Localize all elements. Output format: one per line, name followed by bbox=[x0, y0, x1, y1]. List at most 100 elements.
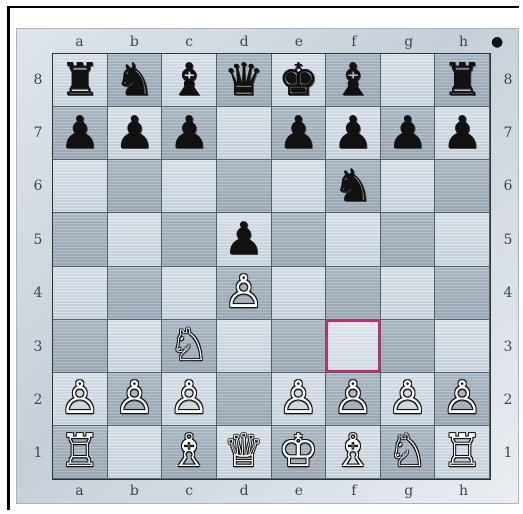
square-d3[interactable] bbox=[217, 320, 272, 373]
square-c8[interactable]: ♝ bbox=[162, 54, 217, 107]
bottom-file-labels: a b c d e f g h bbox=[52, 482, 491, 500]
white-rook-h1-icon[interactable]: ♖ bbox=[442, 428, 482, 473]
square-h4[interactable] bbox=[435, 267, 490, 320]
white-pawn-f2-icon[interactable]: ♙ bbox=[333, 375, 373, 420]
black-knight-b8-icon[interactable]: ♞ bbox=[114, 57, 154, 102]
black-pawn-f7-icon[interactable]: ♟ bbox=[333, 110, 373, 155]
square-c5[interactable] bbox=[162, 213, 217, 266]
white-rook-a1-icon[interactable]: ♖ bbox=[60, 428, 100, 473]
square-b2[interactable]: ♙ bbox=[108, 373, 163, 426]
square-h7[interactable]: ♟ bbox=[435, 107, 490, 160]
square-d5[interactable]: ♟ bbox=[217, 213, 272, 266]
square-g3[interactable] bbox=[381, 320, 436, 373]
black-pawn-h7-icon[interactable]: ♟ bbox=[442, 110, 482, 155]
square-f7[interactable]: ♟ bbox=[326, 107, 381, 160]
square-d6[interactable] bbox=[217, 160, 272, 213]
white-pawn-c2-icon[interactable]: ♙ bbox=[169, 375, 209, 420]
square-g6[interactable] bbox=[381, 160, 436, 213]
rank-label-3-right: 3 bbox=[498, 320, 518, 373]
square-a1[interactable]: ♖ bbox=[53, 426, 108, 479]
rank-label-3-left: 3 bbox=[28, 320, 48, 373]
white-queen-d1-icon[interactable]: ♕ bbox=[224, 428, 264, 473]
square-b6[interactable] bbox=[108, 160, 163, 213]
white-pawn-d4-icon[interactable]: ♙ bbox=[224, 269, 264, 314]
square-a6[interactable] bbox=[53, 160, 108, 213]
square-d8[interactable]: ♛ bbox=[217, 54, 272, 107]
black-pawn-g7-icon[interactable]: ♟ bbox=[387, 110, 427, 155]
square-g7[interactable]: ♟ bbox=[381, 107, 436, 160]
white-pawn-e2-icon[interactable]: ♙ bbox=[278, 375, 318, 420]
chessboard[interactable]: ♜ ♞ ♝ ♛ ♚ ♝ ♜ ♟ ♟ ♟ ♟ ♟ ♟ ♟ ♞ ♟ ♙ ♘ ♙ ♙ … bbox=[52, 53, 491, 480]
square-d2[interactable] bbox=[217, 373, 272, 426]
square-h8[interactable]: ♜ bbox=[435, 54, 490, 107]
square-b7[interactable]: ♟ bbox=[108, 107, 163, 160]
white-bishop-c1-icon[interactable]: ♗ bbox=[169, 428, 209, 473]
white-pawn-a2-icon[interactable]: ♙ bbox=[60, 375, 100, 420]
square-c2[interactable]: ♙ bbox=[162, 373, 217, 426]
square-g8[interactable] bbox=[381, 54, 436, 107]
square-f6[interactable]: ♞ bbox=[326, 160, 381, 213]
square-g2[interactable]: ♙ bbox=[381, 373, 436, 426]
square-a2[interactable]: ♙ bbox=[53, 373, 108, 426]
square-e4[interactable] bbox=[272, 267, 327, 320]
square-c3[interactable]: ♘ bbox=[162, 320, 217, 373]
square-e8[interactable]: ♚ bbox=[272, 54, 327, 107]
square-e1[interactable]: ♔ bbox=[272, 426, 327, 479]
square-e5[interactable] bbox=[272, 213, 327, 266]
square-h3[interactable] bbox=[435, 320, 490, 373]
square-f2[interactable]: ♙ bbox=[326, 373, 381, 426]
square-f8[interactable]: ♝ bbox=[326, 54, 381, 107]
black-king-e8-icon[interactable]: ♚ bbox=[278, 57, 318, 102]
square-a8[interactable]: ♜ bbox=[53, 54, 108, 107]
white-pawn-g2-icon[interactable]: ♙ bbox=[387, 375, 427, 420]
square-h1[interactable]: ♖ bbox=[435, 426, 490, 479]
white-king-e1-icon[interactable]: ♔ bbox=[278, 428, 318, 473]
square-a5[interactable] bbox=[53, 213, 108, 266]
square-d1[interactable]: ♕ bbox=[217, 426, 272, 479]
black-pawn-a7-icon[interactable]: ♟ bbox=[60, 110, 100, 155]
white-pawn-b2-icon[interactable]: ♙ bbox=[114, 375, 154, 420]
square-g1[interactable]: ♘ bbox=[381, 426, 436, 479]
square-f5[interactable] bbox=[326, 213, 381, 266]
square-c7[interactable]: ♟ bbox=[162, 107, 217, 160]
square-c4[interactable] bbox=[162, 267, 217, 320]
white-bishop-f1-icon[interactable]: ♗ bbox=[333, 428, 373, 473]
square-a4[interactable] bbox=[53, 267, 108, 320]
square-d4[interactable]: ♙ bbox=[217, 267, 272, 320]
black-pawn-c7-icon[interactable]: ♟ bbox=[169, 110, 209, 155]
square-a7[interactable]: ♟ bbox=[53, 107, 108, 160]
square-g5[interactable] bbox=[381, 213, 436, 266]
square-f1[interactable]: ♗ bbox=[326, 426, 381, 479]
square-h2[interactable]: ♙ bbox=[435, 373, 490, 426]
square-e3[interactable] bbox=[272, 320, 327, 373]
black-pawn-d5-icon[interactable]: ♟ bbox=[224, 216, 264, 261]
black-knight-f6-icon[interactable]: ♞ bbox=[333, 163, 373, 208]
square-c6[interactable] bbox=[162, 160, 217, 213]
square-c1[interactable]: ♗ bbox=[162, 426, 217, 479]
square-b8[interactable]: ♞ bbox=[108, 54, 163, 107]
square-e2[interactable]: ♙ bbox=[272, 373, 327, 426]
square-d7[interactable] bbox=[217, 107, 272, 160]
square-h6[interactable] bbox=[435, 160, 490, 213]
black-queen-d8-icon[interactable]: ♛ bbox=[224, 57, 264, 102]
square-b3[interactable] bbox=[108, 320, 163, 373]
black-pawn-e7-icon[interactable]: ♟ bbox=[278, 110, 318, 155]
black-pawn-b7-icon[interactable]: ♟ bbox=[114, 110, 154, 155]
white-knight-g1-icon[interactable]: ♘ bbox=[387, 428, 427, 473]
square-b5[interactable] bbox=[108, 213, 163, 266]
black-rook-h8-icon[interactable]: ♜ bbox=[442, 57, 482, 102]
square-f4[interactable] bbox=[326, 267, 381, 320]
square-g4[interactable] bbox=[381, 267, 436, 320]
square-f3-highlighted[interactable] bbox=[326, 320, 381, 373]
square-e6[interactable] bbox=[272, 160, 327, 213]
black-bishop-f8-icon[interactable]: ♝ bbox=[333, 57, 373, 102]
square-a3[interactable] bbox=[53, 320, 108, 373]
square-e7[interactable]: ♟ bbox=[272, 107, 327, 160]
black-bishop-c8-icon[interactable]: ♝ bbox=[169, 57, 209, 102]
white-knight-c3-icon[interactable]: ♘ bbox=[169, 322, 209, 367]
black-rook-a8-icon[interactable]: ♜ bbox=[60, 57, 100, 102]
square-b4[interactable] bbox=[108, 267, 163, 320]
white-pawn-h2-icon[interactable]: ♙ bbox=[442, 375, 482, 420]
square-b1[interactable] bbox=[108, 426, 163, 479]
square-h5[interactable] bbox=[435, 213, 490, 266]
